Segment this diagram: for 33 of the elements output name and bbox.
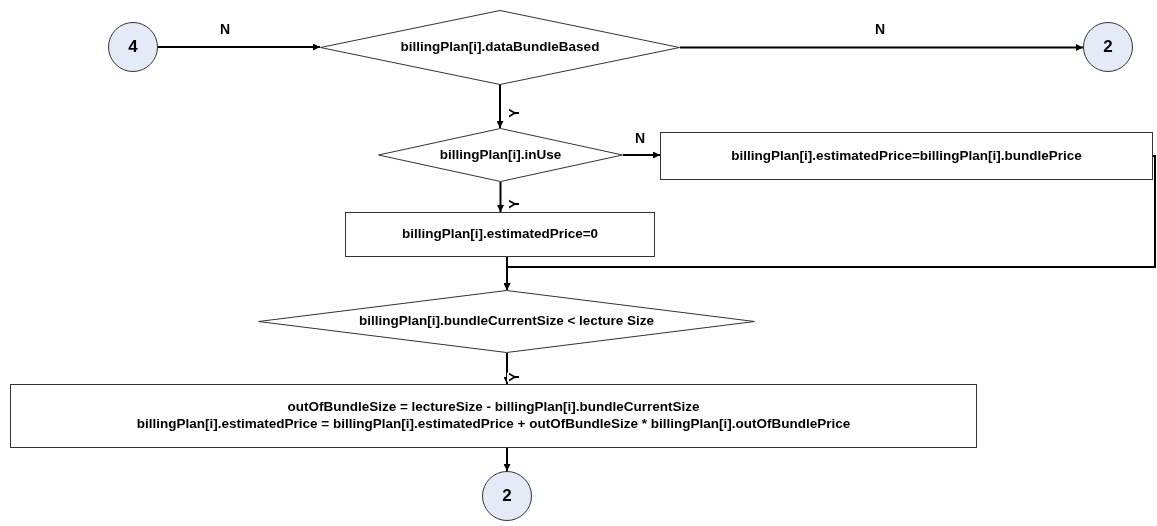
- edge-label: N: [874, 22, 886, 36]
- arrow: [622, 151, 661, 159]
- node-text: billingPlan[i].estimatedPrice = billingPlan[i].estimatedPrice + outOfBundleSize * billingPlan[i].outOfBundlePrice: [136, 416, 851, 433]
- edge-label: Y: [507, 108, 521, 118]
- decision-diamond: [258, 290, 755, 353]
- node-text: 2: [1103, 36, 1113, 58]
- connector-circle: [1083, 22, 1133, 72]
- node-text: billingPlan[i].inUse: [439, 146, 562, 164]
- node-text: billingPlan[i].estimatedPrice=0: [401, 226, 599, 243]
- arrow: [503, 256, 511, 291]
- edge-label: N: [634, 131, 646, 145]
- process-box: [10, 384, 977, 448]
- node-text: billingPlan[i].dataBundleBased: [400, 39, 600, 56]
- node-text: 4: [128, 36, 138, 58]
- node-text: 2: [502, 485, 512, 507]
- arrow: [503, 352, 511, 385]
- edge-label: Y: [507, 372, 521, 382]
- node-text: billingPlan[i].bundleCurrentSize < lecture Size: [358, 313, 655, 330]
- edge-label: Y: [507, 199, 521, 209]
- edge-label: N: [219, 22, 231, 36]
- arrow: [496, 84, 504, 129]
- node-text: outOfBundleSize = lectureSize - billingPlan[i].bundleCurrentSize: [287, 399, 700, 416]
- arrow: [157, 43, 321, 51]
- arrow: [679, 44, 1084, 51]
- process-box: [660, 132, 1153, 180]
- arrow: [503, 447, 511, 472]
- decision-diamond: [320, 10, 680, 85]
- process-box: [345, 212, 655, 257]
- arrow: [497, 181, 504, 213]
- connector-circle: [482, 471, 532, 521]
- connector-circle: [108, 22, 158, 72]
- decision-diamond: [378, 128, 623, 182]
- node-text: billingPlan[i].estimatedPrice=billingPlan[i].bundlePrice: [731, 147, 1082, 165]
